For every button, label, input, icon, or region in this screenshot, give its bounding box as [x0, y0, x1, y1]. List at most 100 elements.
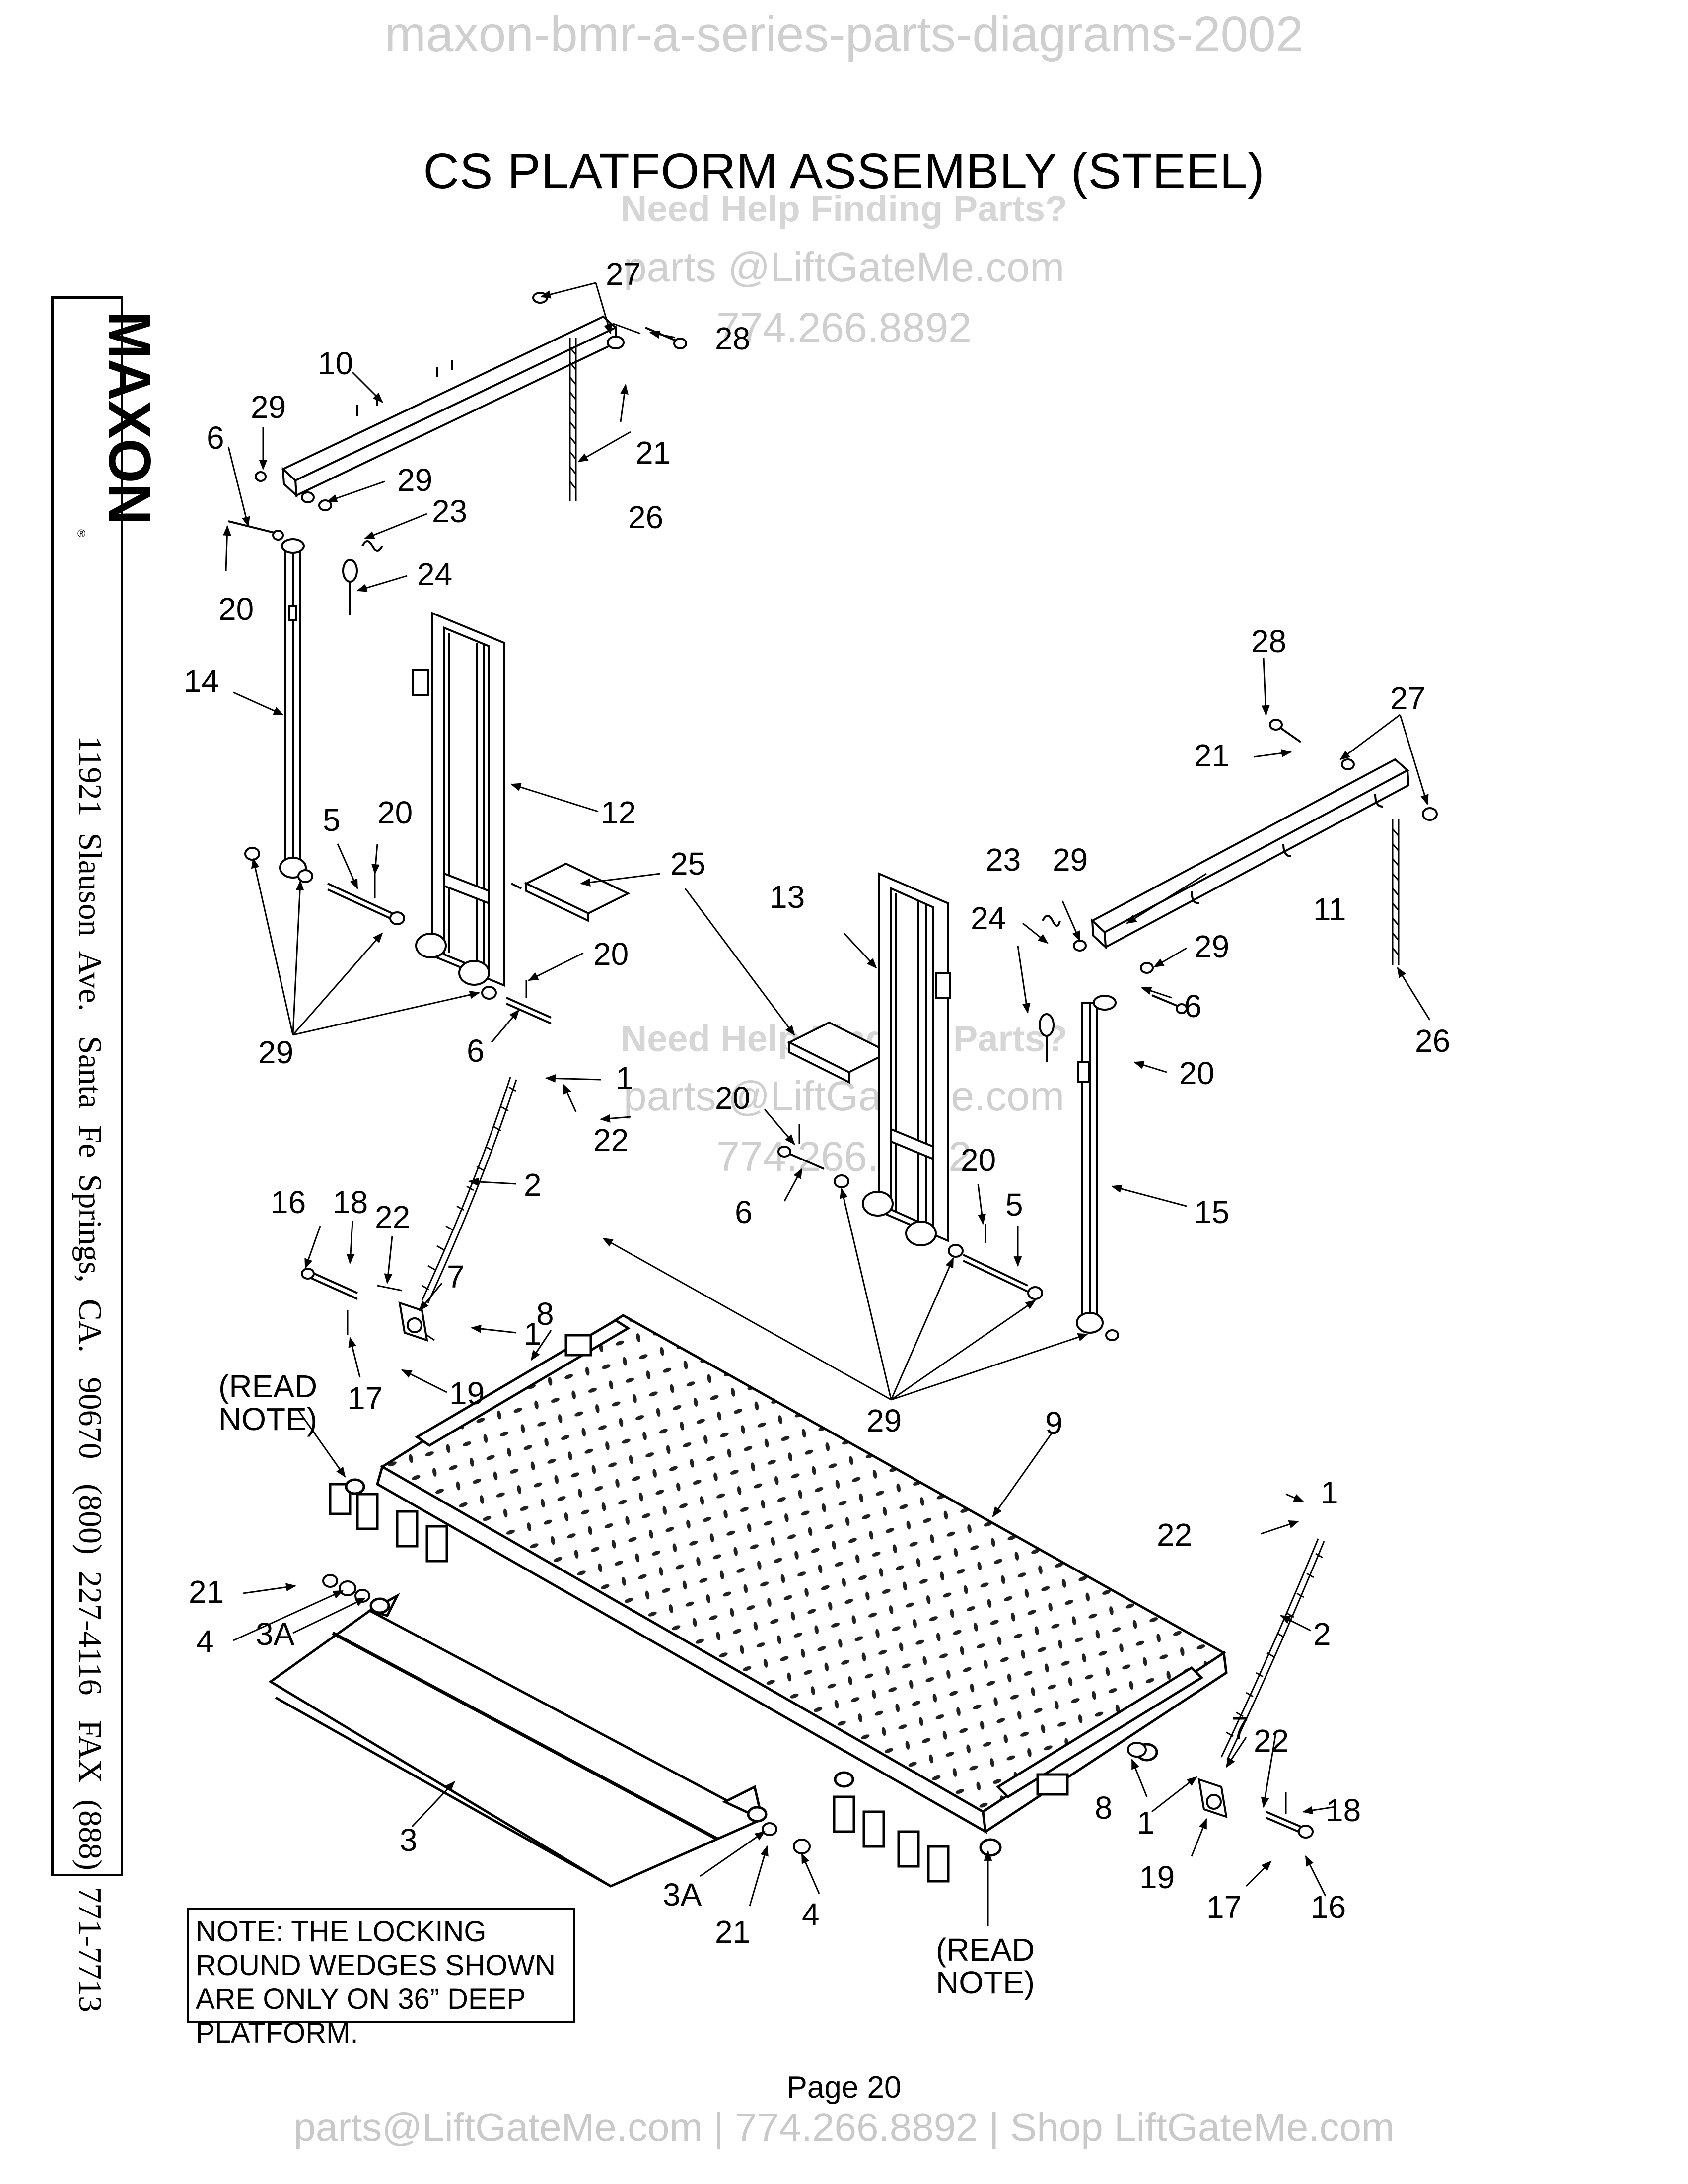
watermark-text: maxon-bmr-a-series-parts-diagrams-2002 — [384, 6, 1304, 62]
callout-13: 13 — [770, 879, 805, 915]
part-2-chain-right — [1220, 1538, 1325, 1760]
callout-21: 21 — [189, 1574, 224, 1610]
callout-20: 20 — [593, 936, 629, 972]
callout-28: 28 — [715, 321, 751, 356]
maxon-logo: MAXON ® — [77, 311, 163, 540]
callout-20: 20 — [1179, 1055, 1215, 1091]
part-12-frame — [412, 612, 522, 987]
callout-leaders — [222, 282, 1431, 1926]
callout-11: 11 — [1313, 891, 1346, 927]
part-7-bracket — [301, 1268, 435, 1342]
callout-6: 6 — [467, 1033, 485, 1069]
note-box: NOTE: THE LOCKING ROUND WEDGES SHOWN ARE… — [187, 1908, 575, 2049]
callout-20: 20 — [377, 795, 413, 830]
page-number: Page 20 — [786, 2070, 902, 2105]
callout-24: 24 — [417, 556, 453, 592]
part-2-chain — [421, 1077, 517, 1303]
part-15-link — [1076, 995, 1119, 1341]
part-26-chain-right — [1392, 819, 1400, 965]
callout-8: 8 — [536, 1296, 554, 1332]
callout-23: 23 — [985, 842, 1021, 878]
callout-4: 4 — [802, 1897, 820, 1932]
callout-20: 20 — [961, 1142, 996, 1178]
callout-22: 22 — [593, 1122, 629, 1158]
callout-3: 3 — [400, 1822, 418, 1858]
right-hardware — [1127, 1742, 1314, 1839]
callout-7: 7 — [1231, 1710, 1249, 1746]
callout-22: 22 — [1254, 1723, 1289, 1759]
callout-2: 2 — [524, 1167, 542, 1203]
svg-text:®: ® — [77, 527, 85, 540]
callout-27: 27 — [1390, 681, 1426, 716]
callout-1: 1 — [524, 1316, 542, 1352]
callout-17: 17 — [1206, 1889, 1242, 1925]
callout-10: 10 — [318, 345, 353, 381]
callout-23: 23 — [432, 493, 468, 529]
left-lower-pins — [297, 869, 552, 1024]
callout-7: 7 — [447, 1259, 465, 1295]
callout-25: 25 — [670, 846, 706, 882]
callout-8: 8 — [1095, 1790, 1113, 1826]
callout-18: 18 — [333, 1184, 368, 1220]
callout-15: 15 — [1194, 1194, 1230, 1230]
part-14-link — [244, 538, 307, 879]
callout-2: 2 — [1313, 1616, 1331, 1652]
part-3-ramp — [268, 1592, 768, 1888]
callout-3a: 3A — [663, 1877, 702, 1912]
callout-22: 22 — [375, 1199, 411, 1235]
callout-17: 17 — [348, 1380, 383, 1416]
callout-read-note: (READ NOTE) — [218, 1368, 318, 1437]
callout-9: 9 — [1045, 1405, 1063, 1441]
right-lower-pins — [777, 1124, 1043, 1300]
maxon-sidebar: MAXON ® 11921 Slauson Ave. Santa Fe Spri… — [51, 296, 163, 2012]
help-heading-watermark: Need Help Finding Parts? — [620, 188, 1068, 229]
callout-1: 1 — [1321, 1475, 1338, 1510]
callout-1: 1 — [616, 1060, 633, 1096]
callout-14: 14 — [184, 663, 219, 699]
help-email-watermark: parts @LiftGateMe.com — [623, 244, 1065, 290]
callout-16: 16 — [1311, 1889, 1346, 1925]
callout-5: 5 — [1005, 1187, 1023, 1223]
upper-right-pins — [1039, 719, 1355, 1062]
callout-20: 20 — [715, 1080, 751, 1116]
lower-left-hardware — [322, 1574, 811, 1854]
callout-3a: 3A — [256, 1616, 295, 1652]
callout-6: 6 — [207, 420, 224, 456]
callout-read-note: (READ NOTE) — [936, 1932, 1035, 2000]
part-13-frame — [862, 872, 951, 1246]
callout-4: 4 — [196, 1624, 214, 1659]
callout-28: 28 — [1251, 623, 1287, 659]
callout-26: 26 — [1415, 1023, 1451, 1059]
callout-24: 24 — [971, 900, 1006, 936]
part-26-chain — [569, 338, 577, 501]
callout-29: 29 — [1053, 842, 1088, 878]
callout-27: 27 — [606, 256, 641, 292]
callout-29: 29 — [397, 462, 433, 498]
part-10-upper-arm — [255, 315, 618, 511]
callout-19: 19 — [449, 1375, 485, 1411]
page-title: CS PLATFORM ASSEMBLY (STEEL) — [423, 143, 1265, 199]
callout-22: 22 — [1157, 1517, 1193, 1553]
svg-text:MAXON: MAXON — [96, 311, 163, 525]
part-25-guide — [524, 862, 891, 1084]
callout-29: 29 — [866, 1403, 902, 1438]
callout-29: 29 — [251, 389, 286, 425]
callout-29: 29 — [1194, 929, 1230, 964]
callout-21: 21 — [715, 1914, 751, 1950]
callout-5: 5 — [323, 802, 341, 838]
callout-18: 18 — [1326, 1792, 1361, 1828]
part-9-platform — [329, 1314, 1228, 1883]
callout-16: 16 — [271, 1184, 306, 1220]
callout-21: 21 — [635, 435, 671, 471]
callout-6: 6 — [735, 1194, 753, 1230]
callout-20: 20 — [218, 591, 254, 627]
callout-12: 12 — [601, 795, 636, 830]
callout-6: 6 — [1184, 988, 1202, 1024]
callout-1: 1 — [1137, 1805, 1155, 1841]
footer-watermark: parts@LiftGateMe.com | 774.266.8892 | Sh… — [293, 2105, 1395, 2149]
callout-26: 26 — [628, 499, 664, 535]
callout-29: 29 — [258, 1034, 294, 1070]
callout-19: 19 — [1139, 1859, 1175, 1895]
help-phone-watermark: 774.266.8892 — [716, 304, 972, 351]
